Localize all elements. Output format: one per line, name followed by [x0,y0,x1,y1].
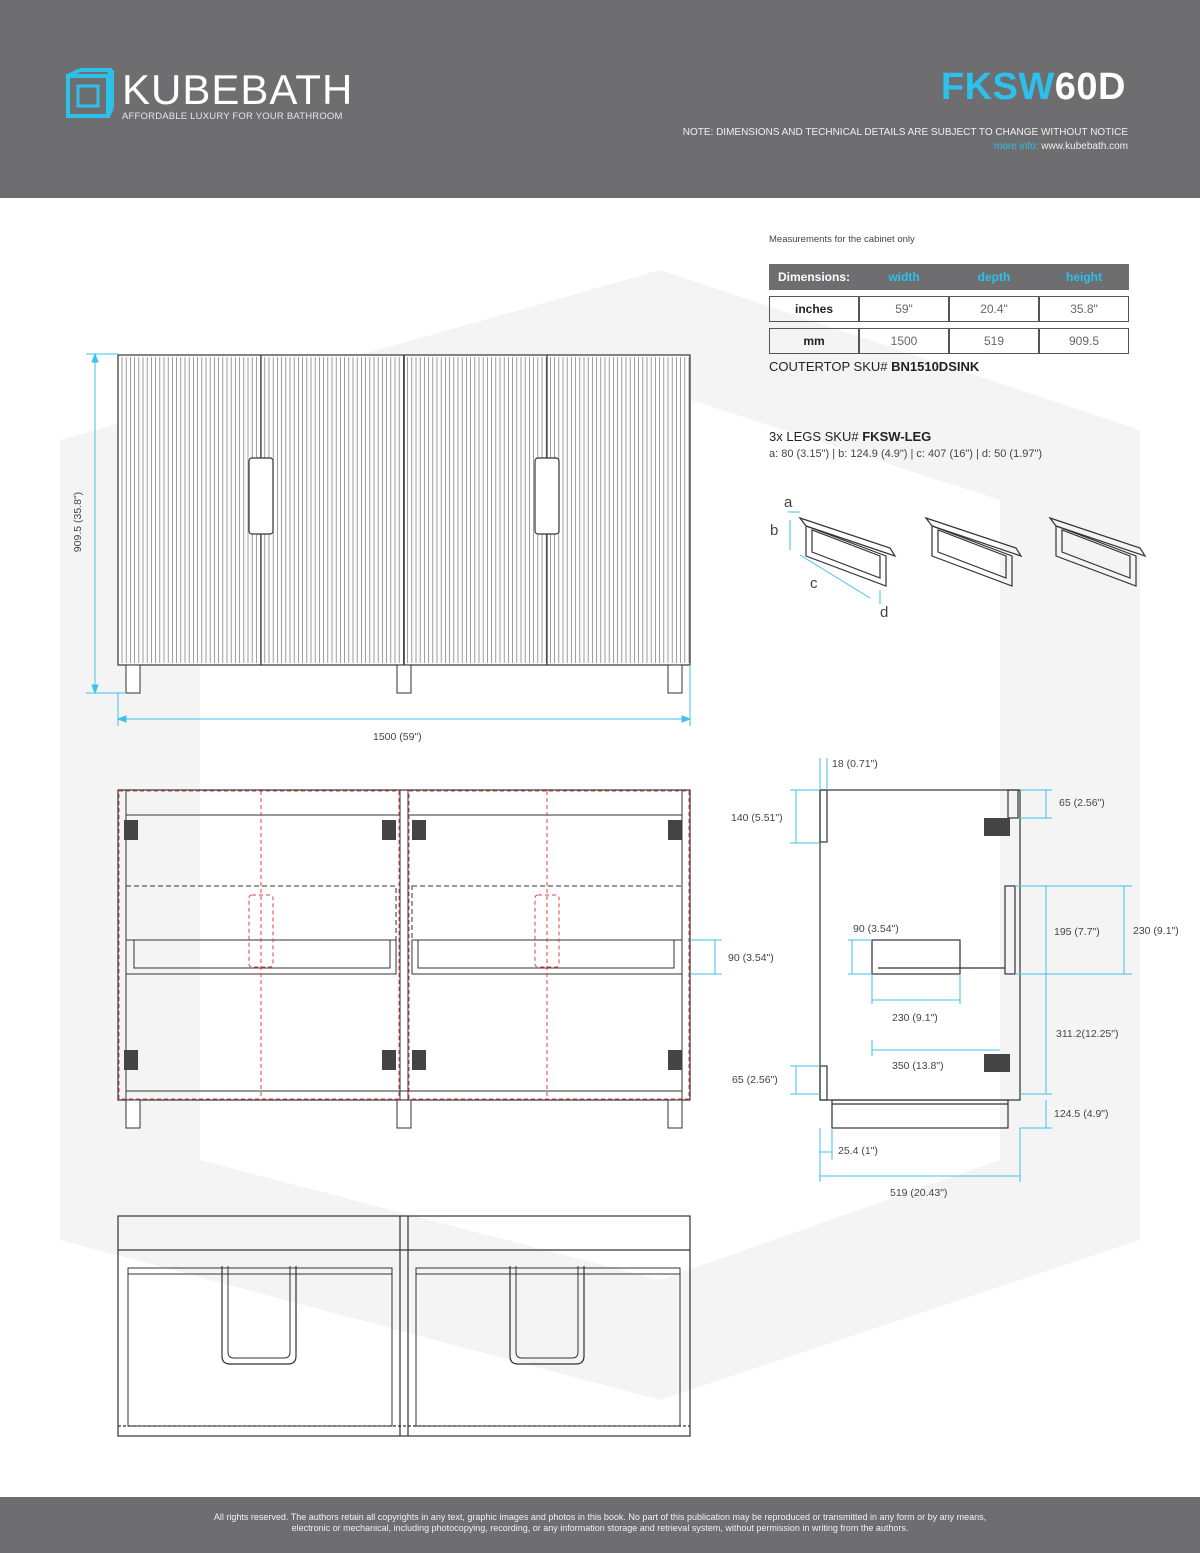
measurement-note: Measurements for the cabinet only [769,234,915,245]
leg-label-d: d [880,604,889,621]
front-height-label: 909.5 (35.8") [72,491,84,553]
side-lower-gap: 311.2(12.25") [1056,1028,1119,1040]
legs-dimensions: a: 80 (3.15") | b: 124.9 (4.9") | c: 407… [769,448,1043,460]
side-view-cabinet [819,789,1021,1129]
model-suffix: 60D [1054,66,1126,108]
header-cell: depth [949,264,1039,290]
table-row: mm 1500 519 909.5 [769,328,1129,354]
header-cell: width [859,264,949,290]
side-depth: 519 (20.43") [890,1187,948,1199]
side-drawer-depth: 350 (13.8") [892,1060,944,1072]
table-cell: 59" [859,296,949,322]
table-cell: 20.4" [949,296,1039,322]
header-cell: Dimensions: [769,264,859,290]
legs-label: 3x LEGS SKU# [769,429,859,444]
side-drawer-width: 230 (9.1") [892,1012,938,1024]
change-notice: NOTE: DIMENSIONS AND TECHNICAL DETAILS A… [682,127,1128,138]
table-cell: inches [769,296,859,322]
side-hinge-icons [984,818,1010,1072]
table-cell: 35.8" [1039,296,1129,322]
hinge-icons [124,820,682,1070]
copyright-notice: All rights reserved. The authors retain … [0,1512,1200,1534]
side-shelf-gap: 195 (7.7") [1054,926,1100,938]
website-link[interactable]: www.kubebath.com [1041,141,1128,152]
front-width-label: 1500 (59") [373,731,422,743]
leg-label-b: b [770,522,779,539]
dimensions-table-header: Dimensions: width depth height [769,264,1129,290]
open-drawer-label: 90 (3.54") [728,952,774,964]
plan-view-cabinet [117,1215,691,1437]
header-cell: height [1039,264,1129,290]
front-dimension-lines [86,352,692,726]
leg-dimension-lines [788,511,881,604]
legs-sku-value: FKSW-LEG [862,429,932,444]
side-top-thickness: 18 (0.71") [832,758,878,770]
table-cell: mm [769,328,859,354]
countertop-sku: COUTERTOP SKU# BN1510DSINK [769,359,979,374]
leg-label-c: c [810,575,818,592]
side-leg-height: 124.5 (4.9") [1054,1108,1109,1120]
table-row: inches 59" 20.4" 35.8" [769,296,1129,322]
side-inset: 25.4 (1") [838,1145,878,1157]
open-dimension-lines [690,939,722,975]
model-number: FKSW60D [941,66,1126,109]
table-cell: 519 [949,328,1039,354]
countertop-label: COUTERTOP SKU# [769,359,888,374]
countertop-sku-value: BN1510DSINK [891,359,980,374]
more-info-label: more info: [994,141,1039,152]
side-bottom-back: 65 (2.56") [732,1074,778,1086]
side-shelf-total: 230 (9.1") [1133,925,1179,937]
more-info: more info: www.kubebath.com [994,141,1128,152]
brand-name: KUBEBATH [122,66,354,113]
brand-tagline: AFFORDABLE LUXURY FOR YOUR BATHROOM [122,111,343,122]
side-back-top: 140 (5.51") [731,812,783,824]
leg-label-a: a [784,494,793,511]
header-band [0,0,1200,198]
copyright-line-2: electronic or mechanical, including phot… [291,1523,909,1533]
model-prefix: FKSW [940,66,1055,108]
leg-drawings [798,516,1147,587]
legs-sku: 3x LEGS SKU# FKSW-LEG [769,429,931,444]
front-view-cabinet [117,354,691,694]
copyright-line-1: All rights reserved. The authors retain … [213,1512,987,1522]
table-cell: 1500 [859,328,949,354]
side-hinge-top: 65 (2.56") [1059,797,1105,809]
kubebath-cube-icon [66,68,114,118]
footer-band [0,1497,1200,1553]
dimensions-table: Dimensions: width depth height inches 59… [769,258,1129,360]
open-view-cabinet [117,789,691,1129]
side-drawer-height: 90 (3.54") [853,923,899,935]
side-dimension-lines [790,758,1132,1182]
table-cell: 909.5 [1039,328,1129,354]
